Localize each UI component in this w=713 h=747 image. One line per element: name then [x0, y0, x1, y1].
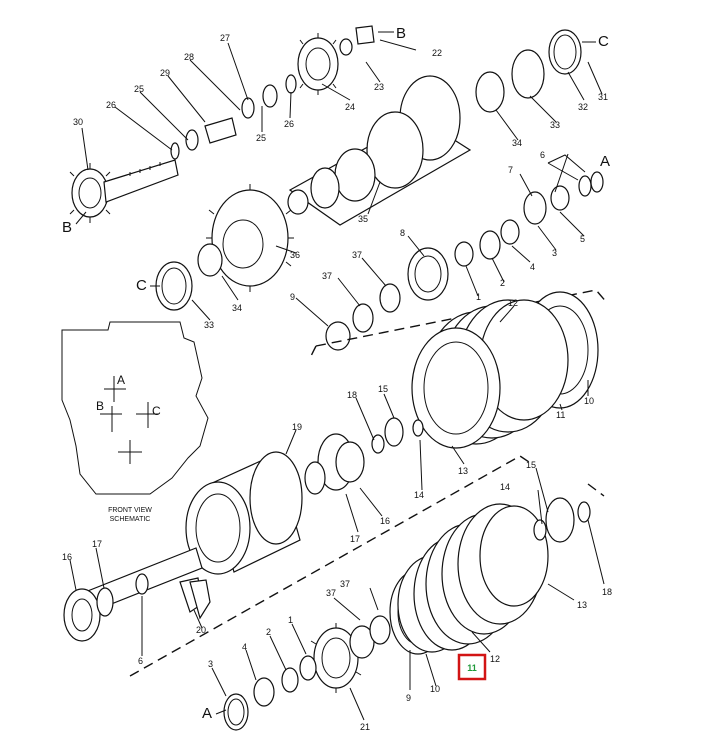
callout: 37	[322, 271, 332, 281]
callout: 34	[512, 138, 522, 148]
callout: 31	[598, 92, 608, 102]
callout: 6	[540, 150, 545, 160]
callout: 35	[358, 214, 368, 224]
callout: 8	[400, 228, 405, 238]
callout: 37	[340, 579, 350, 589]
callout: 36	[290, 250, 300, 260]
callout: 9	[406, 693, 411, 703]
schematic-letter-a: A	[117, 373, 125, 387]
callout: 32	[578, 102, 588, 112]
callout: 17	[92, 539, 102, 549]
callout: 16	[380, 516, 390, 526]
callout: 26	[106, 100, 116, 110]
callout: 15	[378, 384, 388, 394]
callout: 12	[508, 298, 518, 308]
callout: 16	[62, 552, 72, 562]
callout: 9	[290, 292, 295, 302]
callout: 14	[500, 482, 510, 492]
marker-a-bottom: A	[202, 705, 212, 722]
callout: 1	[288, 615, 293, 625]
callout-numbers: 27 28 29 25 26 30 25 26 24 23 22 32 31 3…	[62, 33, 612, 732]
callout: 22	[432, 48, 442, 58]
schematic-caption-line2: SCHEMATIC	[110, 516, 151, 523]
callout: 4	[530, 262, 535, 272]
callout: 10	[584, 396, 594, 406]
top-gear-train	[69, 25, 604, 226]
callout: 25	[134, 84, 144, 94]
callout: 37	[352, 250, 362, 260]
callout: 13	[458, 466, 468, 476]
callout: 27	[220, 33, 230, 43]
marker-c-top: C	[598, 33, 609, 50]
view-markers: B B C C A A	[62, 25, 610, 722]
callout: 34	[232, 303, 242, 313]
leader-lines	[69, 39, 605, 721]
schematic-caption-line1: FRONT VIEW	[108, 507, 152, 514]
highlighted-callout[interactable]: 11	[457, 653, 487, 681]
marker-a-right: A	[600, 153, 610, 170]
callout: 6	[138, 656, 143, 666]
schematic-letter-c: C	[152, 404, 161, 418]
schematic-letter-b: B	[96, 399, 104, 413]
callout: 15	[526, 460, 536, 470]
callout: 21	[360, 722, 370, 732]
callout: 14	[414, 490, 424, 500]
callout: 33	[204, 320, 214, 330]
callout: 19	[292, 422, 302, 432]
callout: 7	[508, 165, 513, 175]
upper-clutch-pack	[309, 289, 609, 449]
callout: 18	[602, 587, 612, 597]
callout: 29	[160, 68, 170, 78]
callout: 18	[347, 390, 357, 400]
callout: 1	[476, 292, 481, 302]
callout: 12	[490, 654, 500, 664]
callout: 30	[73, 117, 83, 127]
callout: 13	[577, 600, 587, 610]
highlighted-callout-label: 11	[467, 663, 477, 673]
callout: 23	[374, 82, 384, 92]
callout: 3	[208, 659, 213, 669]
callout: 24	[345, 102, 355, 112]
callout: 4	[242, 642, 247, 652]
callout: 2	[266, 627, 271, 637]
callout: 37	[326, 588, 336, 598]
callout: 3	[552, 248, 557, 258]
marker-b-left: B	[62, 219, 72, 236]
marker-b-top: B	[396, 25, 406, 42]
bottom-gear-row	[189, 579, 391, 731]
callout: 20	[196, 625, 206, 635]
callout: 11	[556, 410, 565, 420]
front-view-schematic: FRONT VIEW SCHEMATIC A B C	[61, 321, 209, 523]
callout: 25	[256, 133, 266, 143]
lower-clutch-pack	[129, 455, 605, 677]
marker-c-left: C	[136, 277, 147, 294]
callout: 2	[500, 278, 505, 288]
callout: 26	[284, 119, 294, 129]
callout: 17	[350, 534, 360, 544]
callout: 28	[184, 52, 194, 62]
callout: 10	[430, 684, 440, 694]
callout: 33	[550, 120, 560, 130]
callout: 5	[580, 234, 585, 244]
clutch-drum-assembly	[63, 417, 424, 642]
